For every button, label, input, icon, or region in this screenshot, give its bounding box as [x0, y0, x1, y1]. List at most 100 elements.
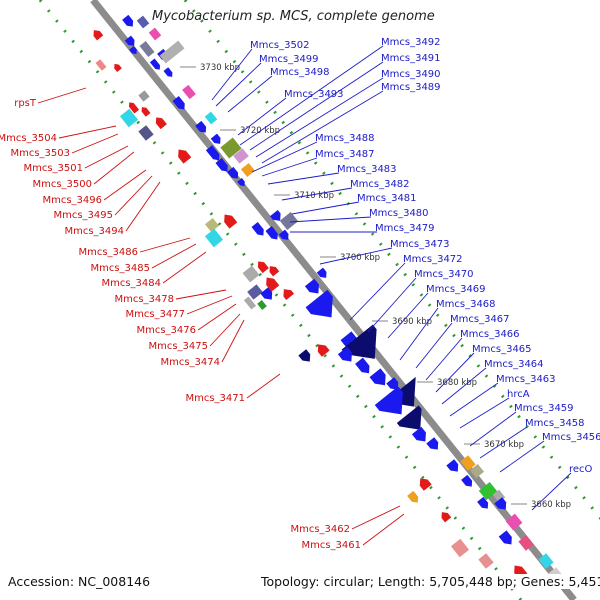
gene-label-right: Mmcs_3467	[450, 314, 510, 325]
gene-feature	[93, 30, 104, 41]
gene-label-right: Mmcs_3465	[472, 344, 532, 355]
leader-line	[251, 141, 318, 173]
gene-label-right: Mmcs_3502	[250, 40, 310, 51]
gene-feature	[260, 287, 273, 300]
kbp-tick-label: 3730 kbp	[200, 63, 240, 73]
gene-label-left: Mmcs_3475	[148, 341, 208, 352]
gene-label-right: Mmcs_3498	[270, 67, 330, 78]
gene-label-right: Mmcs_3491	[381, 53, 441, 64]
gene-feature	[129, 46, 137, 55]
kbp-tick-label: 3690 kbp	[392, 317, 432, 327]
gene-feature	[518, 535, 534, 551]
gene-feature	[477, 496, 489, 509]
gene-label-left: Mmcs_3503	[10, 148, 70, 159]
gene-feature	[215, 158, 228, 172]
leader-line	[227, 75, 273, 113]
gene-label-left: Mmcs_3486	[78, 247, 138, 258]
gene-label-right: Mmcs_3463	[496, 374, 556, 385]
gene-label-right: Mmcs_3466	[460, 329, 520, 340]
gene-label-right: Mmcs_3493	[284, 89, 344, 100]
leader-line	[479, 426, 528, 459]
gene-feature	[460, 455, 476, 471]
gene-feature	[227, 166, 239, 179]
gene-feature	[210, 133, 221, 144]
gene-feature	[426, 437, 439, 450]
kbp-tick-label: 3700 kbp	[340, 253, 380, 263]
gene-label-right: Mmcs_3481	[357, 193, 417, 204]
leader-line	[349, 262, 406, 321]
gene-features	[93, 14, 564, 583]
leader-line	[211, 48, 253, 101]
leader-line	[469, 411, 517, 447]
gene-feature	[136, 15, 150, 29]
leader-line	[84, 145, 129, 169]
gene-label-right: Mmcs_3499	[259, 54, 319, 65]
gene-feature	[341, 324, 377, 359]
gene-label-right: Mmcs_3459	[514, 403, 574, 414]
gene-label-left: Mmcs_3504	[0, 133, 57, 144]
gene-feature	[204, 111, 218, 125]
leader-line	[261, 157, 318, 177]
topology-text: Topology: circular; Length: 5,705,448 bp…	[261, 574, 600, 589]
leader-line	[261, 90, 384, 164]
gene-label-left: Mmcs_3476	[136, 325, 196, 336]
genome-backbone	[90, 0, 577, 600]
gene-feature	[411, 426, 426, 442]
leader-line	[175, 289, 227, 300]
gene-feature	[494, 497, 507, 510]
kbp-tick-label: 3670 kbp	[484, 440, 524, 450]
gene-feature	[242, 265, 260, 283]
gene-feature	[337, 346, 352, 362]
gene-feature	[396, 405, 422, 430]
leader-line	[162, 251, 207, 284]
gene-feature	[283, 289, 295, 301]
leader-line	[151, 243, 197, 269]
gene-feature	[124, 35, 135, 46]
gene-feature	[220, 137, 242, 159]
gene-feature	[538, 553, 554, 569]
gene-feature	[155, 117, 167, 130]
gene-feature	[243, 296, 257, 310]
gene-feature	[114, 63, 122, 72]
gene-feature	[240, 162, 256, 178]
gene-label-right: Mmcs_3470	[414, 269, 474, 280]
leader-line	[221, 319, 245, 363]
leader-line	[239, 45, 384, 146]
gene-feature	[224, 214, 238, 229]
leader-line	[71, 133, 119, 154]
gene-feature	[374, 386, 403, 415]
leader-line	[209, 313, 241, 347]
gene-label-left: Mmcs_3494	[64, 226, 124, 237]
gene-feature	[441, 512, 452, 523]
gene-feature	[119, 108, 139, 128]
label-leaders	[37, 45, 572, 546]
gene-feature	[304, 278, 319, 294]
gene-feature	[266, 277, 280, 292]
gene-feature	[195, 120, 207, 133]
gene-feature	[205, 145, 220, 161]
page-title: Mycobacterium sp. MCS, complete genome	[152, 9, 435, 24]
gene-label-right: Mmcs_3464	[484, 359, 544, 370]
gene-label-right: Mmcs_3492	[381, 37, 441, 48]
gene-label-left: Mmcs_3500	[32, 179, 92, 190]
gene-label-right: Mmcs_3482	[350, 179, 410, 190]
gene-label-left: Mmcs_3462	[290, 524, 350, 535]
gene-feature	[237, 178, 245, 187]
gene-feature	[251, 222, 264, 236]
accession-text: Accession: NC_008146	[8, 574, 151, 589]
kbp-tick-label: 3680 kbp	[437, 378, 477, 388]
leader-line	[415, 322, 453, 369]
leader-line	[197, 303, 237, 331]
gene-feature	[172, 96, 185, 110]
gene-label-left: rpsT	[14, 98, 37, 109]
gene-feature	[233, 148, 249, 164]
leader-line	[237, 97, 287, 136]
gene-feature	[305, 289, 333, 318]
gene-feature	[446, 459, 459, 472]
gene-feature	[95, 59, 107, 71]
gene-label-right: Mmcs_3483	[337, 164, 397, 175]
gene-feature	[148, 27, 162, 41]
gene-feature	[139, 41, 155, 57]
leader-line	[93, 151, 135, 185]
gene-feature	[247, 284, 263, 300]
